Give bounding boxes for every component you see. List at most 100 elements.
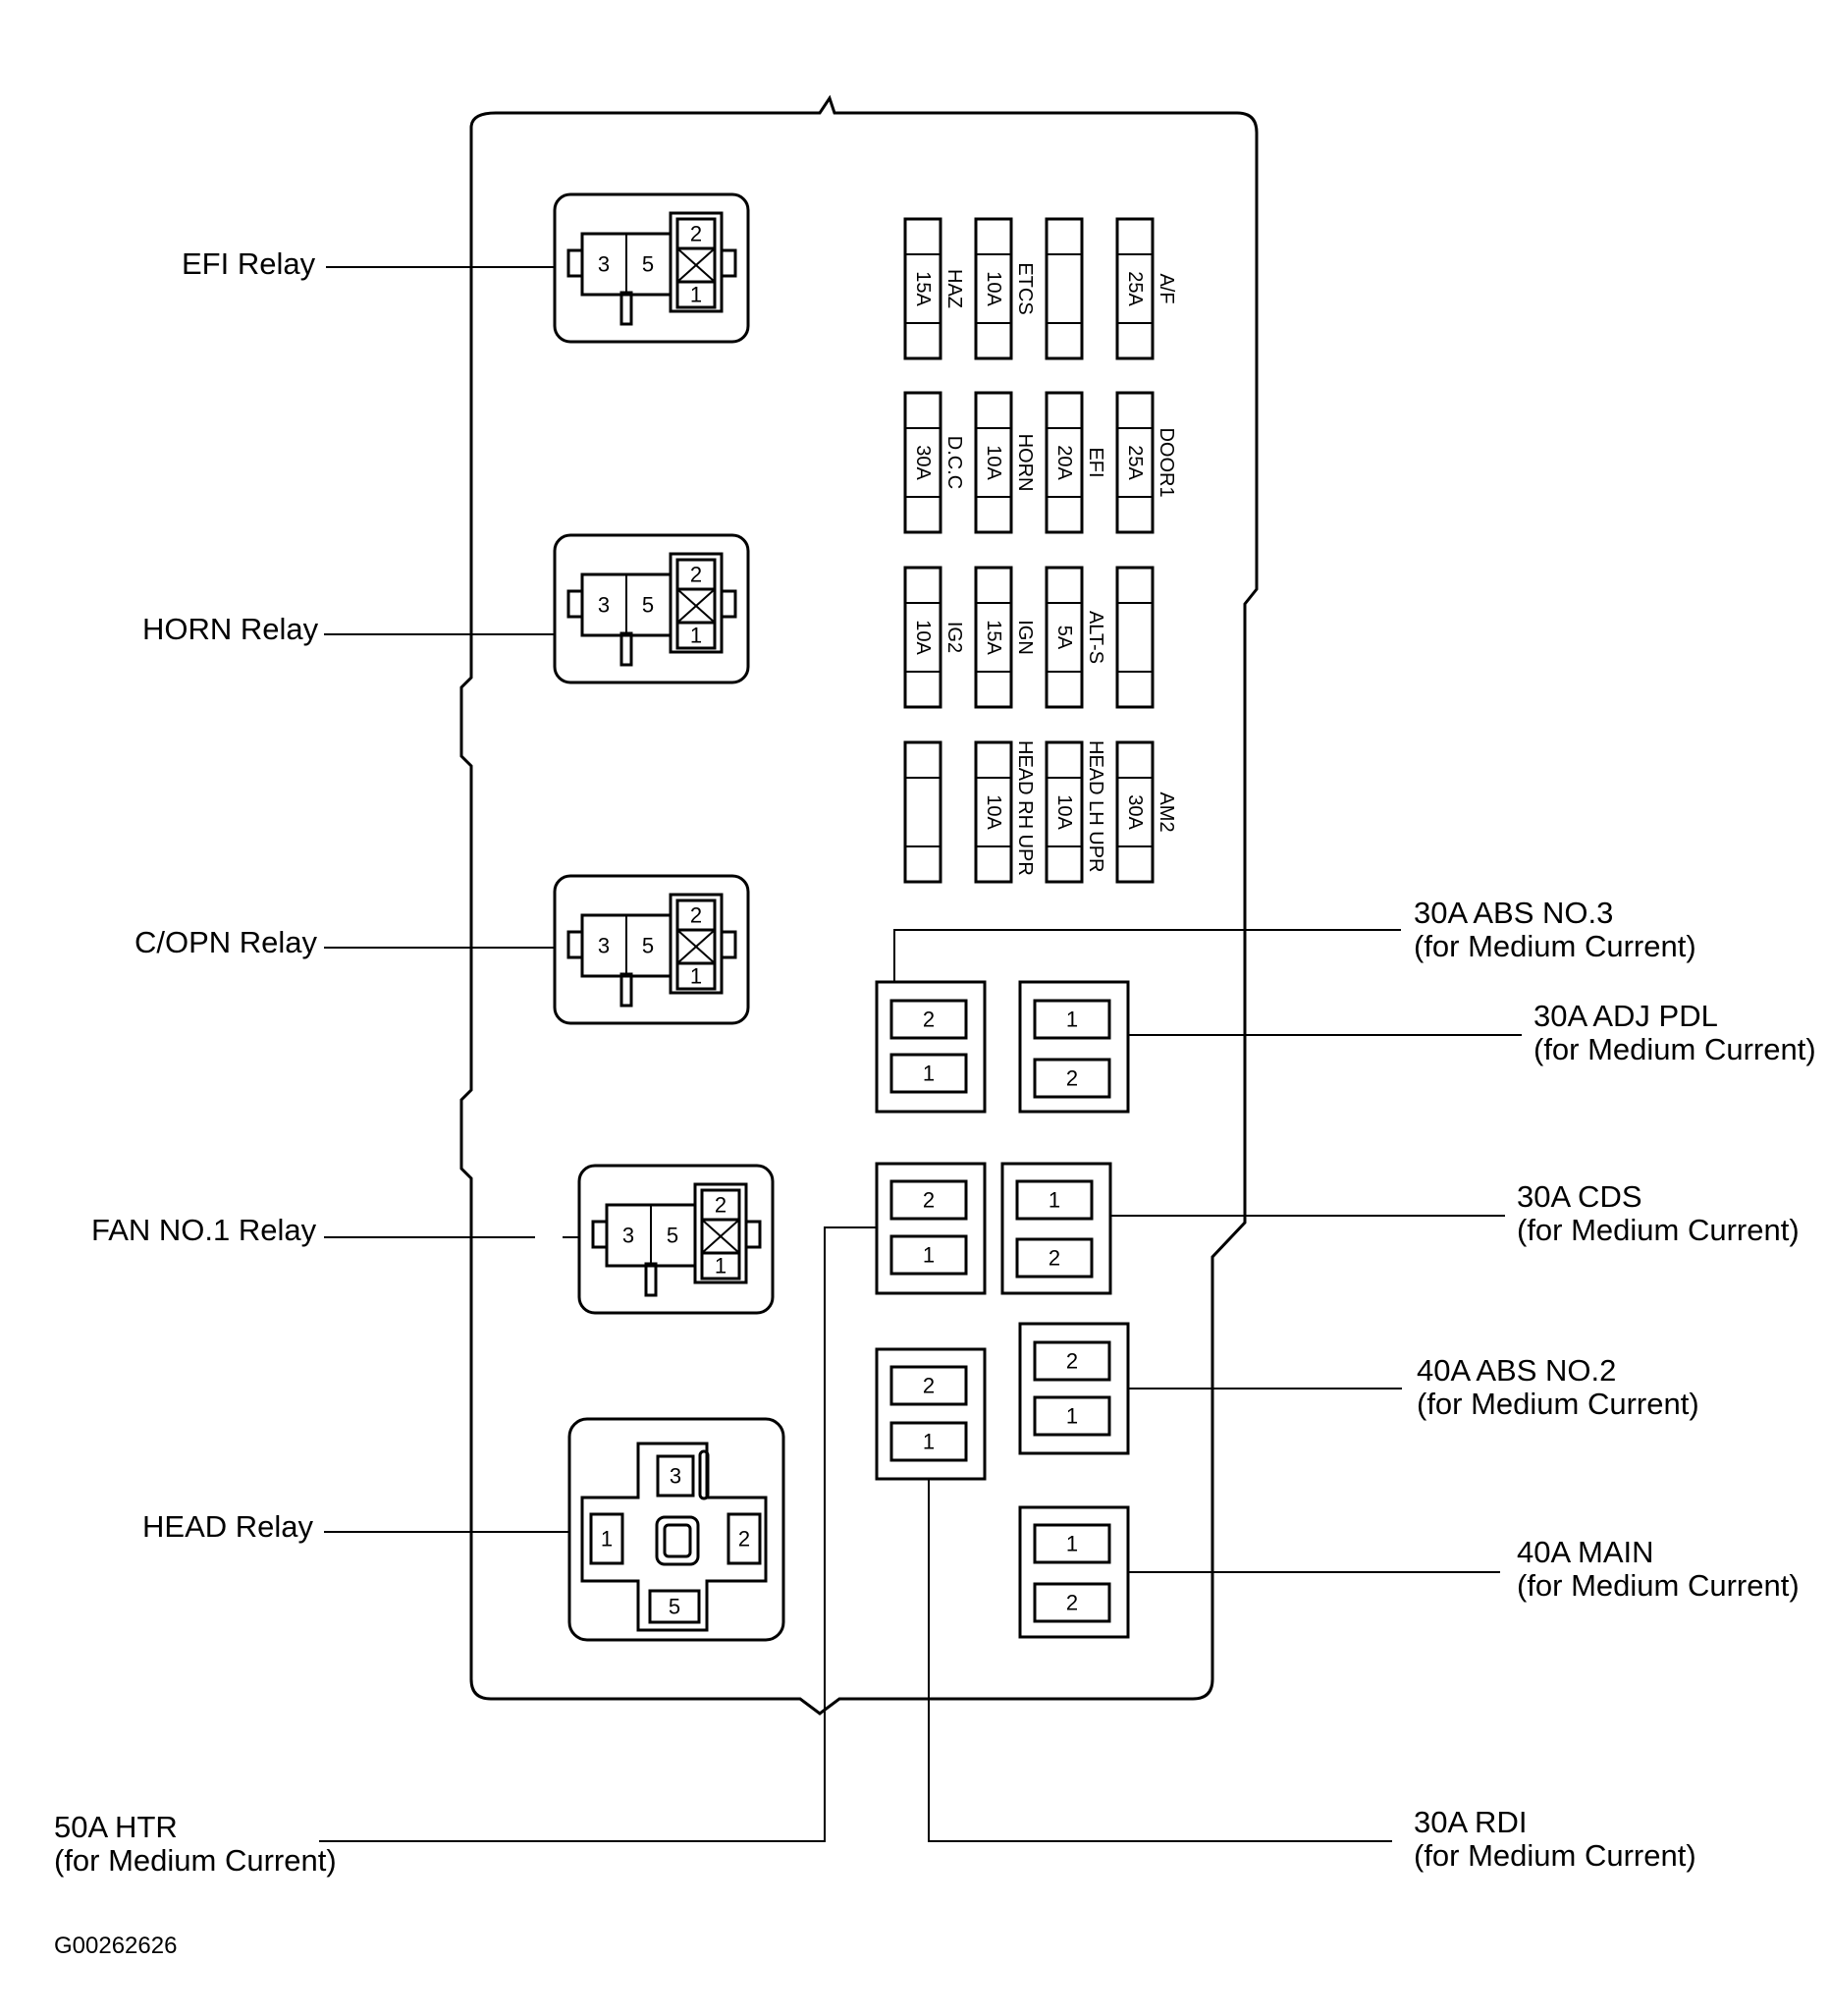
fuse-rating: 10A: [983, 794, 1004, 830]
leader-line: [893, 929, 1401, 982]
relay-pin: 2: [690, 903, 702, 928]
mini-fuse: 15A IGN: [974, 566, 1036, 709]
abs2-label: 40A ABS NO.2: [1417, 1353, 1616, 1388]
mini-fuse: [903, 740, 942, 884]
leader-line: [928, 1479, 1392, 1842]
fuse-name: EFI: [1085, 447, 1106, 477]
relay-pin: 3: [598, 252, 610, 277]
relay-pin: 1: [601, 1527, 613, 1552]
mini-fuse: 10A HEAD LH UPR: [1045, 740, 1106, 884]
fuse-rating: 30A: [1124, 794, 1146, 830]
relay-pin: 5: [669, 1595, 680, 1619]
fuse-rating: 25A: [1124, 445, 1146, 480]
fuse-box-outline: [459, 94, 1259, 1716]
mini-fuse: 5A ALT-S: [1045, 566, 1106, 709]
relay-pin: 2: [715, 1193, 726, 1218]
abs3-label: 30A ABS NO.3: [1414, 896, 1613, 930]
relay-horn: 3 5 2 1: [553, 533, 750, 684]
fuse-pin: 2: [1066, 1591, 1078, 1615]
mini-fuse: 10A IG2: [903, 566, 965, 709]
relay-pin: 1: [690, 624, 702, 648]
mini-fuse: [1045, 217, 1084, 360]
fuse-pin: 1: [923, 1430, 935, 1454]
relay-pin: 5: [667, 1224, 678, 1248]
fuse-name: AM2: [1156, 791, 1177, 832]
fuse-name: IGN: [1014, 620, 1036, 655]
cds-sublabel: (for Medium Current): [1517, 1213, 1800, 1247]
fan-relay-label: FAN NO.1 Relay: [91, 1213, 317, 1247]
rdi-label: 30A RDI: [1414, 1805, 1527, 1839]
htr-label: 50A HTR: [54, 1810, 178, 1844]
main-sublabel: (for Medium Current): [1517, 1568, 1800, 1603]
fuse-rating: 30A: [912, 445, 934, 480]
medium-fuse-cds: 1 2: [1000, 1162, 1112, 1295]
relay-pin: 3: [670, 1464, 681, 1489]
fuse-rating: 15A: [983, 620, 1004, 655]
horn-relay-label: HORN Relay: [142, 612, 319, 646]
fuse-rating: 25A: [1124, 271, 1146, 306]
mini-fuse: 30A D.C.C: [903, 391, 965, 534]
fuse-pin: 2: [1066, 1349, 1078, 1374]
fuse-name: DOOR1: [1156, 427, 1177, 497]
fuse-name: D.C.C: [943, 436, 965, 489]
adjpdl-sublabel: (for Medium Current): [1533, 1032, 1816, 1066]
relay-pin: 1: [715, 1254, 726, 1279]
htr-sublabel: (for Medium Current): [54, 1843, 337, 1878]
fuse-pin: 2: [1066, 1066, 1078, 1091]
fuse-pin: 1: [1049, 1188, 1060, 1213]
mini-fuse: 15A HAZ: [903, 217, 965, 360]
fuse-rating: 10A: [1053, 794, 1075, 830]
rdi-sublabel: (for Medium Current): [1414, 1838, 1696, 1873]
fuse-name: ALT-S: [1085, 611, 1106, 664]
relay-head: 3 1 2 5: [567, 1417, 785, 1642]
fuse-rating: 15A: [912, 271, 934, 306]
relay-pin: 5: [642, 934, 654, 958]
mini-fuse: 25A DOOR1: [1115, 391, 1177, 534]
medium-fuse-main: 1 2: [1018, 1505, 1130, 1639]
figure-code: G00262626: [54, 1933, 177, 1959]
relay-pin: 3: [598, 934, 610, 958]
medium-fuse-htr: 2 1: [875, 1162, 987, 1295]
fuse-rating: 5A: [1053, 626, 1075, 650]
relay-pin: 3: [622, 1224, 634, 1248]
fuse-pin: 2: [1049, 1246, 1060, 1271]
relay-copn: 3 5 2 1: [553, 874, 750, 1025]
fuse-pin: 1: [1066, 1404, 1078, 1429]
relay-pin: 2: [738, 1527, 750, 1552]
fuse-pin: 2: [923, 1374, 935, 1398]
relay-pin: 2: [690, 563, 702, 587]
fuse-pin: 2: [923, 1188, 935, 1213]
mini-fuse: 30A AM2: [1115, 740, 1177, 884]
abs2-sublabel: (for Medium Current): [1417, 1387, 1699, 1421]
relay-efi: 3 5 2 1: [553, 192, 750, 344]
fuse-pin: 2: [923, 1008, 935, 1032]
relay-pin: 2: [690, 222, 702, 246]
relay-pin: 5: [642, 593, 654, 618]
copn-relay-label: C/OPN Relay: [134, 925, 318, 959]
cds-label: 30A CDS: [1517, 1179, 1642, 1214]
medium-fuse-abs3: 2 1: [875, 980, 987, 1114]
leader-line: [319, 1226, 877, 1842]
fuse-name: A/F: [1156, 273, 1177, 303]
medium-fuse-rdi: 2 1: [875, 1347, 987, 1481]
relay-pin: 5: [642, 252, 654, 277]
relay-fan-no1: 3 5 2 1: [577, 1164, 775, 1315]
fuse-name: HAZ: [943, 269, 965, 308]
fuse-pin: 1: [923, 1243, 935, 1268]
efi-relay-label: EFI Relay: [182, 246, 316, 281]
fuse-rating: 10A: [912, 620, 934, 655]
fuse-name: IG2: [943, 622, 965, 653]
relay-pin: 3: [598, 593, 610, 618]
fuse-name: ETCS: [1014, 262, 1036, 314]
fuse-name: HORN: [1014, 434, 1036, 492]
fuse-name: HEAD LH UPR: [1085, 740, 1106, 872]
fuse-pin: 1: [1066, 1532, 1078, 1556]
main-label: 40A MAIN: [1517, 1535, 1654, 1569]
medium-fuse-adjpdl: 1 2: [1018, 980, 1130, 1114]
